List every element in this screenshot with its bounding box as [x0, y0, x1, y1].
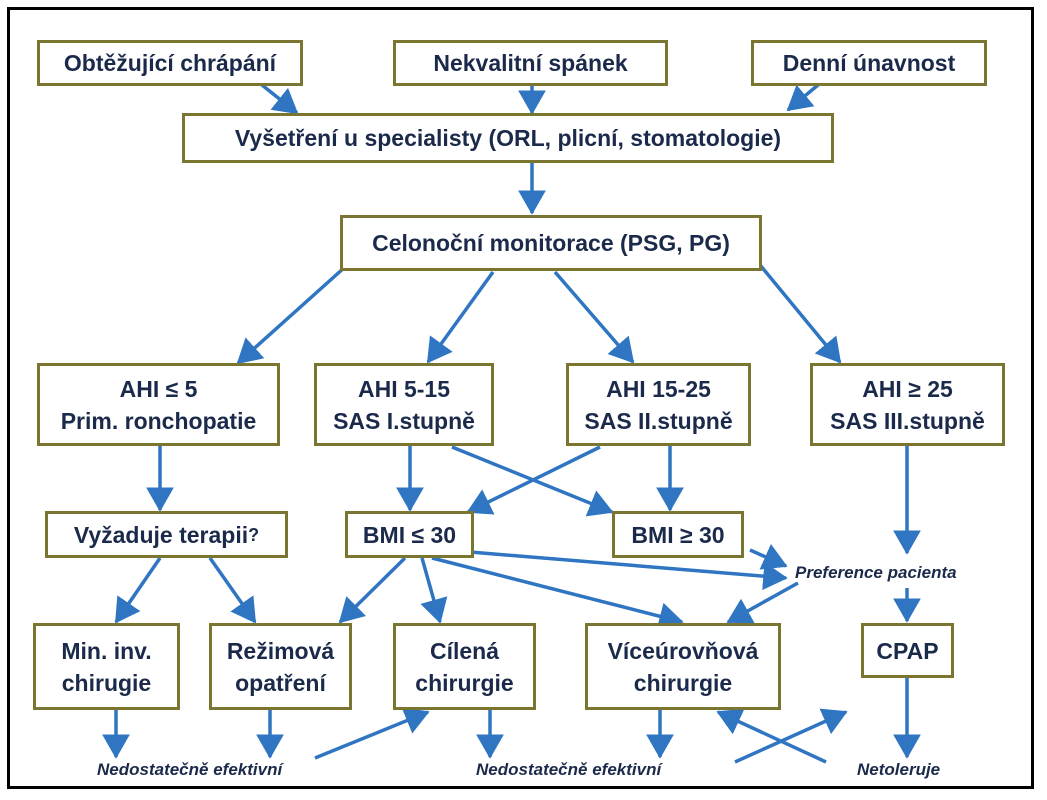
node-viceurovnova-line2: chirurgie [633, 669, 733, 696]
node-obtezujici-chrapani-label: Obtěžující chrápání [63, 50, 277, 76]
node-obtezujici-chrapani: Obtěžující chrápání [37, 40, 303, 86]
node-ahi-15-25-line2: SAS II.stupně [584, 407, 733, 434]
node-ahi-ge-25: AHI ≥ 25 SAS III.stupně [810, 363, 1005, 446]
node-cilena-line2: chirurgie [415, 669, 514, 696]
arrow-preference-viceurovnova [726, 581, 799, 624]
node-ahi-5-15-line2: SAS I.stupně [333, 407, 475, 434]
node-nekvalitni-spanek: Nekvalitní spánek [393, 40, 668, 86]
node-vyzaduje-label: Vyžaduje terapii [73, 521, 249, 548]
node-vyzaduje-terapii: Vyžaduje terapii? [45, 511, 288, 558]
arrow-bmile-viceurovnova [431, 556, 684, 630]
node-denni-unavnost-label: Denní únavnost [782, 50, 956, 76]
node-nekvalitni-spanek-label: Nekvalitní spánek [433, 50, 628, 76]
node-viceurovnova-line1: Víceúrovňová [607, 637, 759, 664]
node-bmi-ge-30: BMI ≥ 30 [612, 511, 744, 558]
node-cpap-label: CPAP [876, 637, 939, 664]
node-ahi-le-5-line2: Prim. ronchopatie [60, 407, 257, 434]
node-bmi-ge-30-label: BMI ≥ 30 [631, 521, 725, 548]
arrow-celonocni-ahi25 [758, 263, 842, 364]
node-denni-unavnost: Denní únavnost [751, 40, 987, 86]
node-vysetreni-label: Vyšetření u specialisty (ORL, plicní, st… [234, 125, 782, 151]
node-bmi-le-30: BMI ≤ 30 [345, 511, 474, 558]
arrow-chrapani-vysetreni [260, 83, 299, 115]
node-ahi-le-5: AHI ≤ 5 Prim. ronchopatie [37, 363, 280, 446]
arrow-nedostatecne-cpap [734, 708, 848, 764]
node-ahi-15-25: AHI 15-25 SAS II.stupně [566, 363, 751, 446]
arrow-celonocni-ahi515 [426, 270, 495, 364]
note-netoleruje: Netoleruje [857, 760, 941, 779]
node-min-inv-chirugie: Min. inv. chirugie [33, 623, 180, 710]
arrow-bmile-cilena [420, 557, 448, 624]
node-rezimova-opatreni: Režimová opatření [209, 623, 352, 710]
node-bmi-le-30-label: BMI ≤ 30 [362, 521, 457, 548]
arrow-netoleruje-viceurovnova [716, 708, 827, 764]
arrow-bmile-rezimova [338, 556, 407, 624]
node-cpap: CPAP [861, 623, 954, 678]
node-ahi-5-15-line1: AHI 5-15 [357, 375, 451, 402]
node-ahi-le-5-line1: AHI ≤ 5 [119, 375, 198, 402]
note-nedostatecne-efektivni-1: Nedostatečně efektivní [97, 760, 283, 779]
arrow-bmile-preference [469, 550, 788, 591]
arrow-vyzaduje-rezimova [208, 556, 257, 624]
node-cilena-line1: Cílená [429, 637, 500, 664]
node-min-inv-line1: Min. inv. [61, 637, 152, 664]
arrow-bmige-preference [749, 543, 788, 570]
node-celonocni-label: Celonoční monitorace (PSG, PG) [372, 230, 730, 256]
node-vysetreni: Vyšetření u specialisty (ORL, plicní, st… [182, 113, 834, 163]
arrow-vyzaduje-mininv [114, 557, 162, 624]
arrow-celonocni-ahi1525 [553, 270, 635, 364]
node-ahi-ge-25-line2: SAS III.stupně [830, 407, 985, 434]
arrow-nedostatecne-cilena [314, 707, 430, 760]
arrow-unavnost-vysetreni [786, 83, 820, 112]
node-ahi-5-15: AHI 5-15 SAS I.stupně [314, 363, 494, 446]
node-rezimova-line1: Režimová [226, 637, 335, 664]
arrow-ahi1525-bmile [466, 445, 601, 515]
node-rezimova-line2: opatření [235, 669, 326, 696]
node-ahi-ge-25-line1: AHI ≥ 25 [862, 375, 953, 402]
node-ahi-15-25-line1: AHI 15-25 [606, 375, 711, 402]
node-viceurovnova-chirurgie: Víceúrovňová chirurgie [585, 623, 781, 710]
node-cilena-chirurgie: Cílená chirurgie [393, 623, 536, 710]
arrow-celonocni-ahi5 [236, 265, 347, 365]
note-preference-pacienta: Preference pacienta [795, 563, 957, 582]
node-vyzaduje-question: ? [248, 524, 260, 545]
note-nedostatecne-efektivni-2: Nedostatečně efektivní [476, 760, 662, 779]
node-celonocni-monitorace: Celonoční monitorace (PSG, PG) [340, 215, 762, 271]
node-min-inv-line2: chirugie [61, 669, 152, 696]
